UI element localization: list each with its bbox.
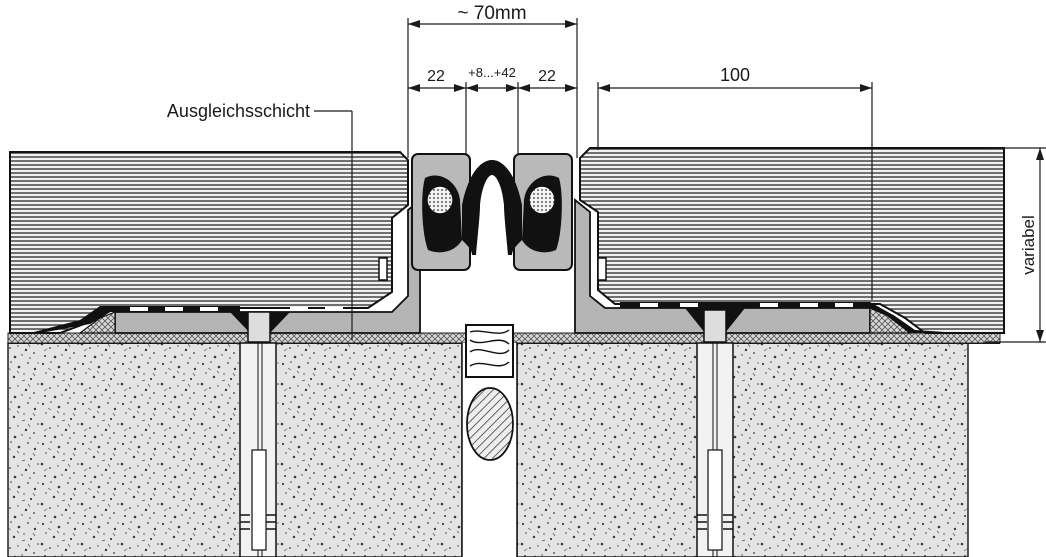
edge-profile-left bbox=[411, 153, 471, 271]
anchor-bolt-right bbox=[685, 308, 745, 557]
edge-clip-right bbox=[597, 257, 607, 281]
flange-edge-right bbox=[869, 307, 912, 334]
right-width-label: 22 bbox=[538, 68, 556, 85]
leveling-layer-label: Ausgleichsschicht bbox=[167, 101, 310, 121]
left-width-label: 22 bbox=[427, 68, 445, 85]
dimension-arrows bbox=[408, 20, 1044, 342]
concrete-substrate-right bbox=[516, 342, 969, 557]
gap-range-label: +8...+42 bbox=[468, 65, 516, 80]
elastomer-seal bbox=[462, 160, 522, 255]
overall-width-label: ~ 70mm bbox=[457, 3, 526, 24]
flange-edge-left bbox=[78, 311, 116, 334]
edge-profile-right bbox=[513, 153, 573, 271]
joint-gap-filler bbox=[461, 324, 518, 557]
variable-height-label: variabel bbox=[1019, 215, 1038, 275]
edge-clip-left bbox=[378, 257, 388, 281]
backer-rod bbox=[466, 387, 514, 461]
membrane-dashes-right bbox=[640, 303, 853, 307]
pavement-slab-left bbox=[9, 151, 409, 334]
concrete-substrate-left bbox=[7, 342, 463, 557]
anchor-bolt-left bbox=[230, 311, 290, 557]
membrane-dashes-left bbox=[130, 307, 343, 311]
anchor-distance-label: 100 bbox=[720, 65, 750, 85]
